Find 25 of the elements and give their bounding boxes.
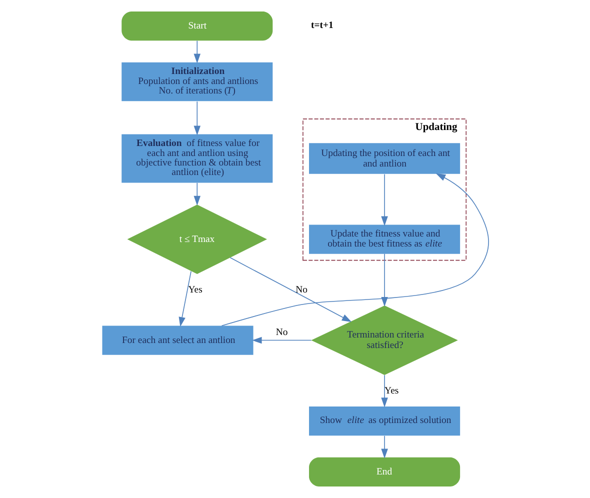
edge-label: No [275, 327, 288, 338]
arrow [252, 336, 312, 344]
arrow [380, 254, 388, 307]
node-box: Updating the position of each ant and antlion [308, 143, 460, 174]
arrow [220, 173, 488, 326]
arrow [178, 270, 191, 327]
node-diamond: t ≤ Tmax [126, 204, 267, 274]
arrow [380, 174, 388, 226]
arrow [380, 374, 388, 408]
node-box: Initialization Population of ants and antlions No. of iterations (T) [121, 62, 272, 102]
arrow [380, 435, 388, 458]
arrow [193, 182, 200, 206]
edge-label: No [295, 284, 308, 296]
label: t=t+1 [310, 20, 333, 31]
arrow [193, 40, 200, 64]
node-box: For each ant select an antlion [102, 326, 253, 355]
node-box: Start [121, 12, 272, 41]
node-box: Update the fitness value and obtain the best fitness as elite [308, 224, 460, 254]
node-box: Evaluation of fitness value for each ant and antlion using objective function & obtain best antlion (elite) [121, 134, 272, 183]
node-box: Show elite as optimized solution [308, 406, 460, 436]
arrow [229, 257, 352, 322]
arrow [193, 101, 200, 136]
node-diamond: Termination criteria satisfied? [310, 306, 458, 375]
node-box: End [308, 457, 460, 486]
edge-label: Yes [188, 284, 202, 296]
